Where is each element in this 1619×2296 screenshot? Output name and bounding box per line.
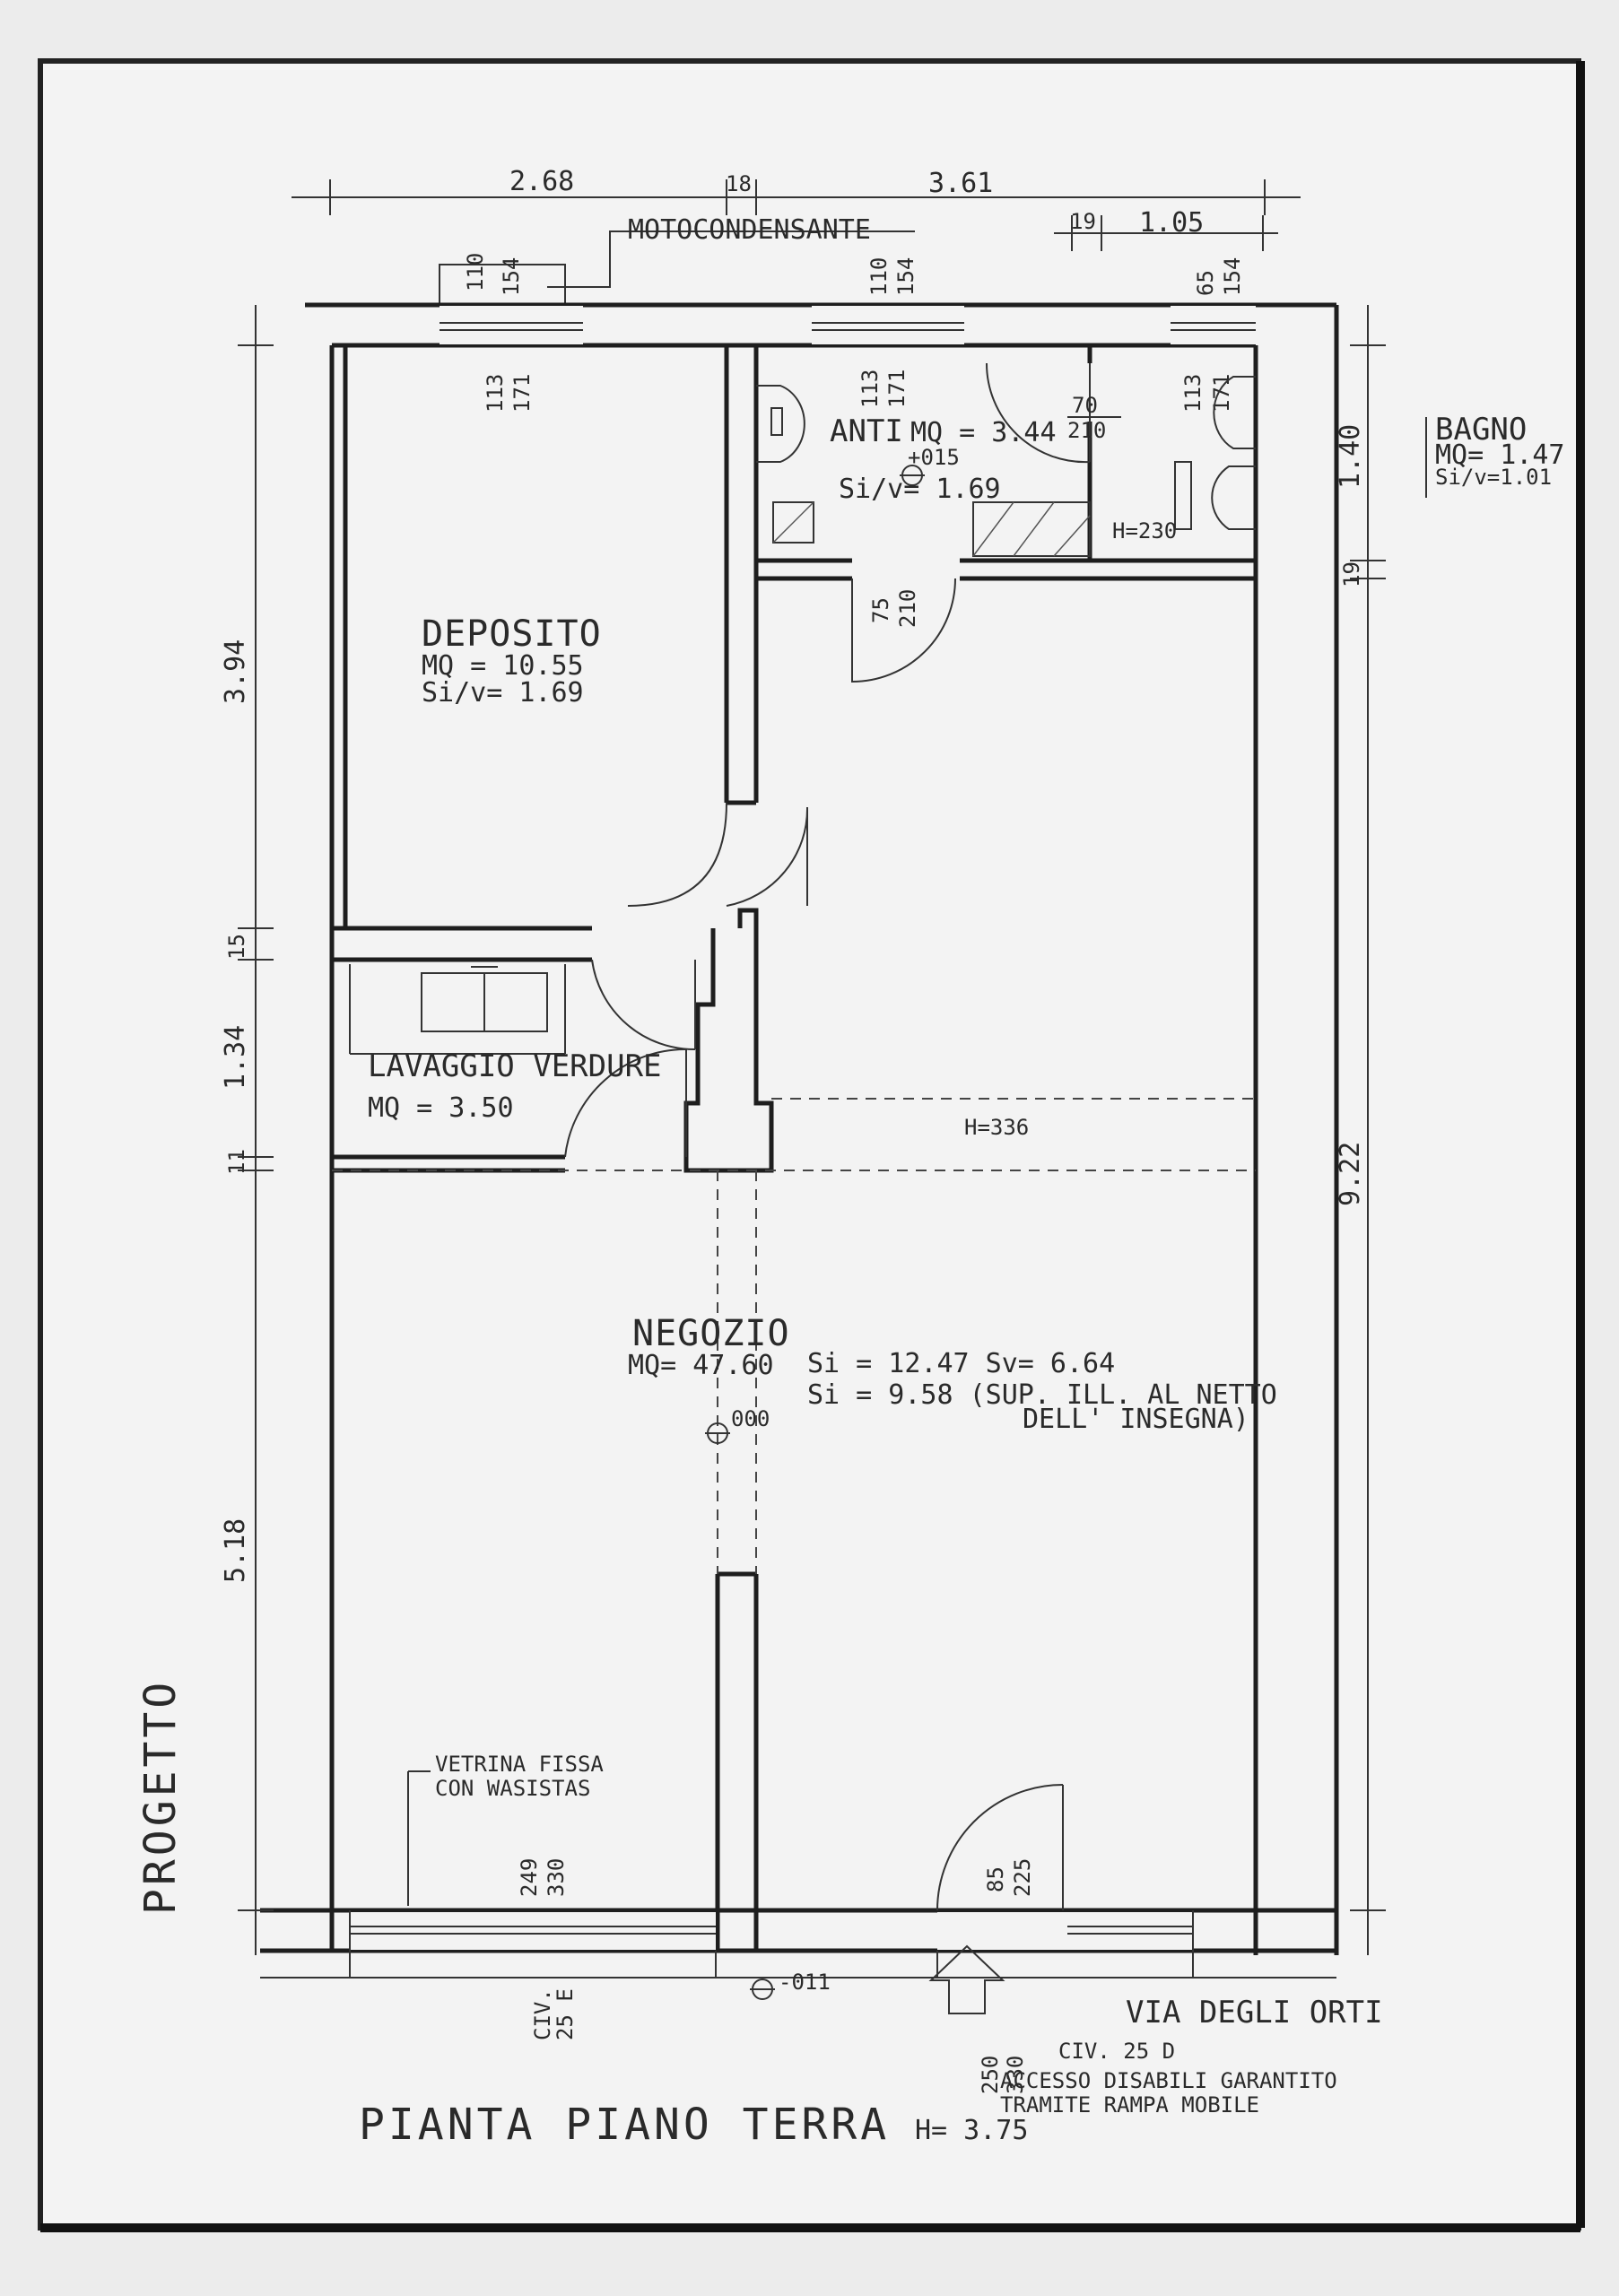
dim-top-19: 19 — [1070, 209, 1096, 234]
window2-dim-154: 154 — [893, 257, 918, 296]
window3-dim-154: 154 — [1220, 257, 1245, 296]
civ-left-line-2: 25 E — [553, 1988, 578, 2040]
level-anti: +015 — [908, 445, 960, 470]
window2-dim-110: 110 — [866, 257, 892, 296]
room-lavaggio: LAVAGGIO VERDURE MQ = 3.50 — [368, 1048, 662, 1124]
level-exterior: -011 — [779, 1970, 831, 1995]
entry-dim-330: 330 — [1003, 2056, 1028, 2094]
vetrina-dim-249: 249 — [517, 1858, 542, 1897]
unit-dim-154: 154 — [499, 257, 524, 296]
room-area-deposito: MQ = 10.55 — [422, 650, 584, 682]
room-anti: ANTI MQ = 3.44 +015 Si/v= 1.69 70 210 H=… — [830, 393, 1177, 628]
progetto-label: PROGETTO — [135, 1679, 186, 1915]
entry-door-dim-225: 225 — [1010, 1858, 1035, 1897]
plan-height: H= 3.75 — [915, 2115, 1028, 2146]
anti-door-dim-75: 75 — [868, 597, 893, 623]
level-negozio: 000 — [731, 1406, 770, 1431]
room-deposito: DEPOSITO MQ = 10.55 Si/v= 1.69 — [422, 613, 602, 709]
plan-title: PIANTA PIANO TERRA — [359, 2100, 890, 2150]
dim-right-19: 19 — [1339, 561, 1364, 587]
sill2-dim-113: 113 — [857, 370, 883, 408]
top-dimension-chain: 2.68 18 3.61 19 1.05 — [292, 166, 1301, 251]
window3-dim-65: 65 — [1193, 270, 1218, 296]
room-ratio-anti: Si/v= 1.69 — [839, 474, 1001, 505]
room-name-negozio: NEGOZIO — [632, 1313, 790, 1354]
dim-top-2-68: 2.68 — [509, 166, 574, 197]
entry-door-dim-85: 85 — [983, 1866, 1008, 1892]
room-name-anti: ANTI — [830, 413, 903, 449]
bagno-door-dim-70: 70 — [1072, 393, 1098, 418]
room-name-deposito: DEPOSITO — [422, 613, 602, 655]
right-dimension-chain: 1.40 19 9.22 — [1335, 305, 1386, 1955]
shower-height-label: H=230 — [1112, 518, 1177, 544]
beam-lines: H=336 — [332, 1098, 1256, 1574]
room-ratio-deposito: Si/v= 1.69 — [422, 677, 584, 709]
room-area-anti: MQ = 3.44 — [910, 417, 1057, 448]
room-negozio: NEGOZIO MQ= 47.60 Si = 12.47 Sv= 6.64 Si… — [628, 1313, 1277, 1444]
dim-left-15: 15 — [224, 934, 249, 960]
sill3-dim-113: 113 — [1180, 374, 1206, 413]
room-area-bagno: MQ= 1.47 — [1435, 439, 1565, 471]
motocondensante-callout: MOTOCONDENSANTE 110 154 — [439, 214, 915, 306]
room-ratio-negozio-3: DELL' INSEGNA) — [1023, 1404, 1249, 1435]
street-name: VIA DEGLI ORTI — [1126, 1995, 1383, 2031]
room-name-lavaggio: LAVAGGIO VERDURE — [368, 1048, 662, 1084]
room-name-bagno: BAGNO — [1435, 412, 1527, 448]
left-dimension-chain: 3.94 15 1.34 11 5.18 — [220, 305, 274, 1955]
access-line-1: ACCESSO DISABILI GARANTITO — [1000, 2068, 1337, 2093]
sill1-dim-113: 113 — [483, 374, 508, 413]
dim-left-3-94: 3.94 — [220, 639, 251, 704]
room-ratio-negozio-2: Si = 9.58 (SUP. ILL. AL NETTO — [807, 1379, 1277, 1411]
dim-left-1-34: 1.34 — [220, 1025, 251, 1090]
entry-dim-250: 250 — [978, 2056, 1003, 2094]
sill3-dim-171: 171 — [1209, 374, 1234, 413]
vetrina-line-1: VETRINA FISSA — [435, 1752, 604, 1777]
vetrina-line-2: CON WASISTAS — [435, 1776, 590, 1801]
civ-left-line-1: CIV. — [530, 1988, 555, 2040]
vetrina-dim-330: 330 — [544, 1858, 569, 1897]
bagno-door-dim-210: 210 — [1067, 418, 1106, 443]
walls — [260, 302, 1339, 1955]
fixtures — [349, 376, 1256, 1055]
dim-top-18: 18 — [726, 171, 752, 196]
access-line-2: TRAMITE RAMPA MOBILE — [1000, 2092, 1259, 2118]
doors — [564, 362, 1091, 1911]
dim-top-3-61: 3.61 — [928, 168, 993, 199]
anti-door-dim-210: 210 — [895, 589, 920, 628]
street-frontage: CIV. 25 E -011 250 330 VIA DEGLI ORTI CI… — [260, 1944, 1383, 2118]
motocondensante-label: MOTOCONDENSANTE — [628, 214, 871, 246]
room-ratio-negozio-1: Si = 12.47 Sv= 6.64 — [807, 1348, 1115, 1379]
civ-right: CIV. 25 D — [1058, 2039, 1175, 2064]
drawing-title: PIANTA PIANO TERRA H= 3.75 — [359, 2100, 1028, 2150]
room-ratio-bagno: Si/v=1.01 — [1435, 465, 1552, 490]
sill1-dim-171: 171 — [509, 374, 535, 413]
dim-right-9-22: 9.22 — [1335, 1142, 1366, 1206]
beam-height-label: H=336 — [964, 1115, 1029, 1140]
sill2-dim-171: 171 — [884, 370, 910, 408]
room-bagno: BAGNO MQ= 1.47 Si/v=1.01 — [1425, 412, 1565, 498]
room-area-negozio: MQ= 47.60 — [628, 1350, 774, 1381]
room-area-lavaggio: MQ = 3.50 — [368, 1092, 514, 1124]
dim-left-11: 11 — [224, 1149, 249, 1175]
dim-right-1-40: 1.40 — [1335, 424, 1366, 489]
unit-dim-110: 110 — [463, 253, 488, 291]
vetrina-note: VETRINA FISSA CON WASISTAS 249 330 85 22… — [407, 1752, 1035, 1906]
dim-left-5-18: 5.18 — [220, 1518, 251, 1583]
top-window-labels: 110 154 65 154 113 171 113 171 113 171 — [483, 257, 1245, 413]
dim-top-1-05: 1.05 — [1139, 207, 1204, 239]
